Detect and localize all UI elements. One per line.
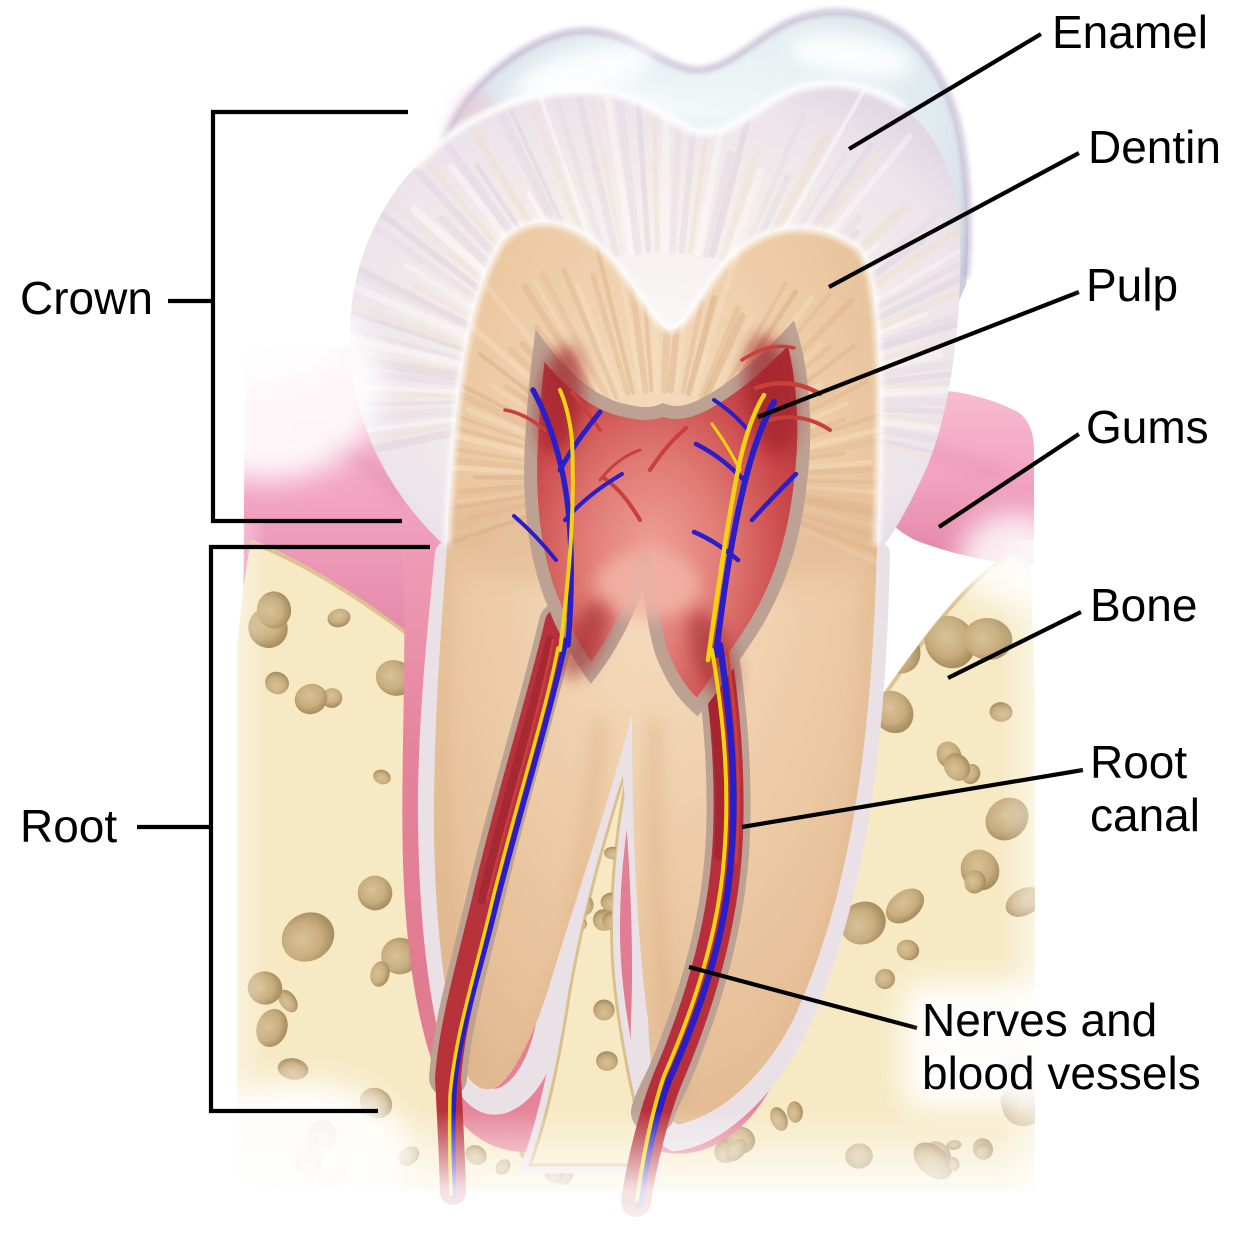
pointer-line-gums xyxy=(937,432,1081,529)
soft-fades xyxy=(150,278,1248,1250)
label-bone: Bone xyxy=(1090,579,1198,631)
pointer-line-nerves xyxy=(688,964,918,1031)
enamel-striations xyxy=(349,83,961,503)
crown-bracket xyxy=(210,109,408,524)
label-enamel: Enamel xyxy=(1052,6,1208,58)
label-root: Root xyxy=(20,800,118,852)
enamel-cut-face xyxy=(349,80,961,549)
enamel-top-edge-highlight xyxy=(411,80,907,171)
dentin-enamel-junction-glow xyxy=(444,219,883,546)
pointer-line-enamel xyxy=(847,32,1043,151)
label-root-canal: Root canal xyxy=(1090,736,1200,842)
annotation-lines xyxy=(137,32,1084,1114)
label-nerves-blood-vessels: Nerves and blood vessels xyxy=(922,994,1201,1100)
label-pulp: Pulp xyxy=(1086,259,1179,311)
label-dentin: Dentin xyxy=(1088,121,1221,173)
arteries xyxy=(485,344,832,902)
label-crown: Crown xyxy=(20,272,153,324)
pointer-line-bone xyxy=(947,610,1082,680)
label-gums: Gums xyxy=(1086,401,1209,453)
label-nerves-line1: Nerves and xyxy=(922,994,1158,1046)
label-nerves-line2: blood vessels xyxy=(922,1047,1201,1099)
label-root-canal-line2: canal xyxy=(1090,789,1200,841)
pointer-line-pulp xyxy=(757,290,1080,419)
pointer-line-root-canal xyxy=(741,767,1084,830)
pointer-line-dentin xyxy=(828,151,1080,289)
label-root-canal-line1: Root xyxy=(1090,736,1188,788)
